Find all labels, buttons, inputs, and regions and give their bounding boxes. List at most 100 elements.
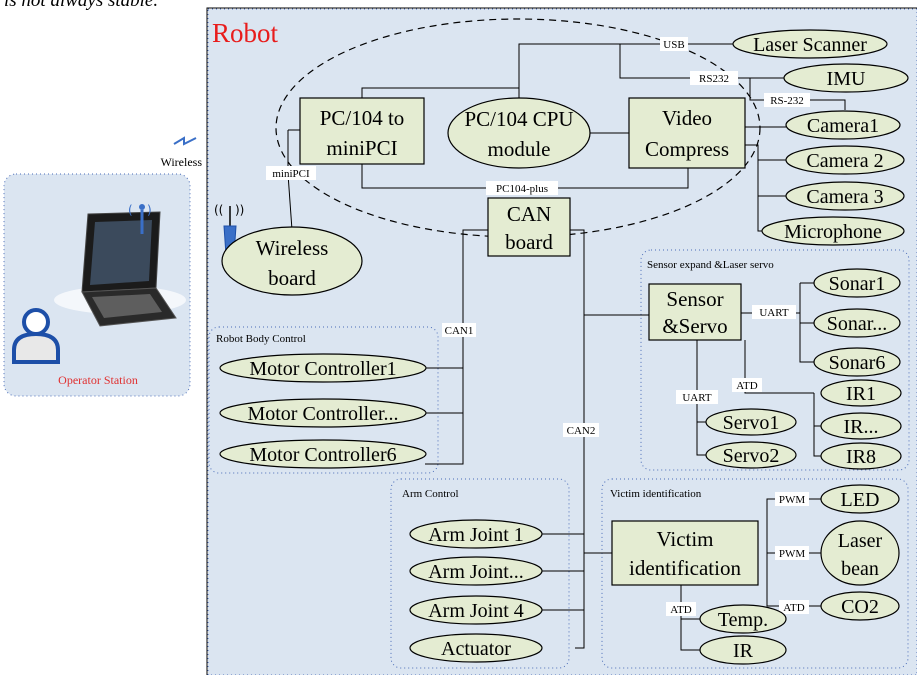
uart-servo-label: UART — [682, 392, 712, 404]
header-fragment: is not always stable. — [4, 0, 158, 11]
microphone-node[interactable] — [761, 216, 905, 246]
motor1-node[interactable] — [219, 353, 427, 383]
core-boundary — [275, 18, 761, 238]
ir8-node[interactable] — [820, 442, 902, 470]
atd-temp-label: ATD — [670, 604, 691, 616]
pwm-led-label: PWM — [779, 494, 806, 506]
victim-identification-node[interactable] — [611, 520, 759, 586]
servo1-node[interactable] — [705, 408, 797, 436]
wireless-signal-icon — [173, 136, 197, 146]
temp-node[interactable] — [699, 604, 787, 634]
pwm-laser-label: PWM — [779, 548, 806, 560]
ir1-label: IR1 — [846, 383, 876, 405]
arm1-label: Arm Joint 1 — [428, 524, 524, 546]
servo1-label: Servo1 — [723, 412, 780, 434]
arm4-node[interactable] — [409, 595, 543, 625]
camera1-node[interactable] — [785, 110, 901, 140]
actuator-node[interactable] — [409, 633, 543, 663]
laser-bean-node[interactable] — [820, 520, 900, 586]
temp-label: Temp. — [718, 609, 768, 631]
pc104-minipci-line1: PC/104 to — [320, 106, 405, 130]
ir1-node[interactable] — [820, 379, 902, 407]
laser-bean-line2: bean — [841, 558, 879, 580]
laser-scanner-label: Laser Scanner — [753, 34, 867, 56]
camera3-label: Camera 3 — [806, 186, 883, 208]
ir-mid-node[interactable] — [820, 412, 902, 440]
can-board-line1: CAN — [507, 202, 551, 226]
can1-label: CAN1 — [445, 325, 474, 337]
camera3-node[interactable] — [785, 181, 905, 211]
sonar-mid-label: Sonar... — [827, 313, 888, 335]
victim-line1: Victim — [656, 527, 713, 551]
ir-victim-label: IR — [733, 640, 754, 662]
imu-node[interactable] — [783, 63, 909, 93]
victim-line2: identification — [629, 556, 741, 580]
robot-frame — [206, 7, 917, 675]
camera2-node[interactable] — [785, 145, 905, 175]
minipci-label: miniPCI — [272, 168, 310, 180]
imu-label: IMU — [827, 68, 866, 90]
ir-mid-label: IR... — [844, 416, 879, 438]
usb-label: USB — [663, 39, 684, 51]
atd-co2-label: ATD — [783, 602, 804, 614]
motor6-label: Motor Controller6 — [249, 444, 396, 466]
operator-station-label: Operator Station — [58, 373, 138, 387]
user-icon — [12, 308, 60, 364]
sonar-mid-node[interactable] — [813, 308, 901, 338]
link-labels: USB RS232 RS-232 miniPCI PC104-plus CAN1… — [266, 37, 810, 616]
wireless-board-node[interactable] — [221, 226, 363, 296]
actuator-label: Actuator — [441, 638, 511, 660]
laser-scanner-node[interactable] — [732, 29, 888, 59]
servo2-node[interactable] — [705, 441, 797, 469]
wireless-board-line1: Wireless — [256, 236, 329, 260]
servo2-label: Servo2 — [723, 445, 780, 467]
camera1-label: Camera1 — [807, 115, 879, 137]
arm-mid-node[interactable] — [409, 556, 543, 586]
svg-text:(: ( — [128, 203, 133, 217]
sensor-servo-node[interactable] — [648, 283, 742, 341]
sonar1-node[interactable] — [813, 268, 901, 298]
ir-victim-node[interactable] — [699, 635, 787, 665]
ir8-label: IR8 — [846, 446, 876, 468]
motor1-label: Motor Controller1 — [249, 358, 396, 380]
sensor-servo-line2: &Servo — [662, 314, 727, 338]
arm-mid-label: Arm Joint... — [428, 561, 524, 583]
video-compress-node[interactable] — [628, 97, 746, 169]
can-board-node[interactable] — [487, 197, 571, 257]
sonar6-node[interactable] — [813, 347, 901, 377]
victim-group-title: Victim identification — [610, 488, 702, 500]
can2-label: CAN2 — [567, 425, 596, 437]
led-node[interactable] — [820, 484, 900, 514]
pc104plus-label: PC104-plus — [496, 183, 548, 195]
svg-text:): ) — [147, 203, 152, 217]
video-line2: Compress — [645, 137, 729, 161]
arm1-node[interactable] — [409, 519, 543, 549]
rs232-label: RS232 — [699, 73, 729, 85]
arm-group-title: Arm Control — [402, 488, 459, 500]
motor6-node[interactable] — [219, 439, 427, 469]
uart-sonar-label: UART — [759, 307, 789, 319]
wires — [287, 43, 846, 651]
robot-title: Robot — [212, 18, 279, 48]
cpu-node[interactable] — [447, 97, 591, 169]
motor-mid-label: Motor Controller... — [247, 403, 398, 425]
pc104-minipci-node[interactable] — [299, 97, 425, 165]
cpu-line2: module — [488, 137, 551, 161]
sonar6-label: Sonar6 — [829, 352, 886, 374]
motor-mid-node[interactable] — [219, 398, 427, 428]
wireless-board-line2: board — [268, 266, 316, 290]
pc104-minipci-line2: miniPCI — [326, 136, 397, 160]
wireless-label: Wireless — [160, 155, 202, 169]
can-board-line2: board — [505, 230, 553, 254]
led-label: LED — [841, 489, 880, 511]
operator-antenna-icon: ( ) — [128, 203, 152, 234]
sensor-group-title: Sensor expand &Laser servo — [647, 259, 774, 271]
atd-sensor-label: ATD — [736, 380, 757, 392]
sonar1-label: Sonar1 — [829, 273, 886, 295]
co2-node[interactable] — [820, 591, 900, 621]
cpu-line1: PC/104 CPU — [464, 107, 573, 131]
arm4-label: Arm Joint 4 — [428, 600, 524, 622]
svg-text:((: (( — [214, 203, 223, 217]
